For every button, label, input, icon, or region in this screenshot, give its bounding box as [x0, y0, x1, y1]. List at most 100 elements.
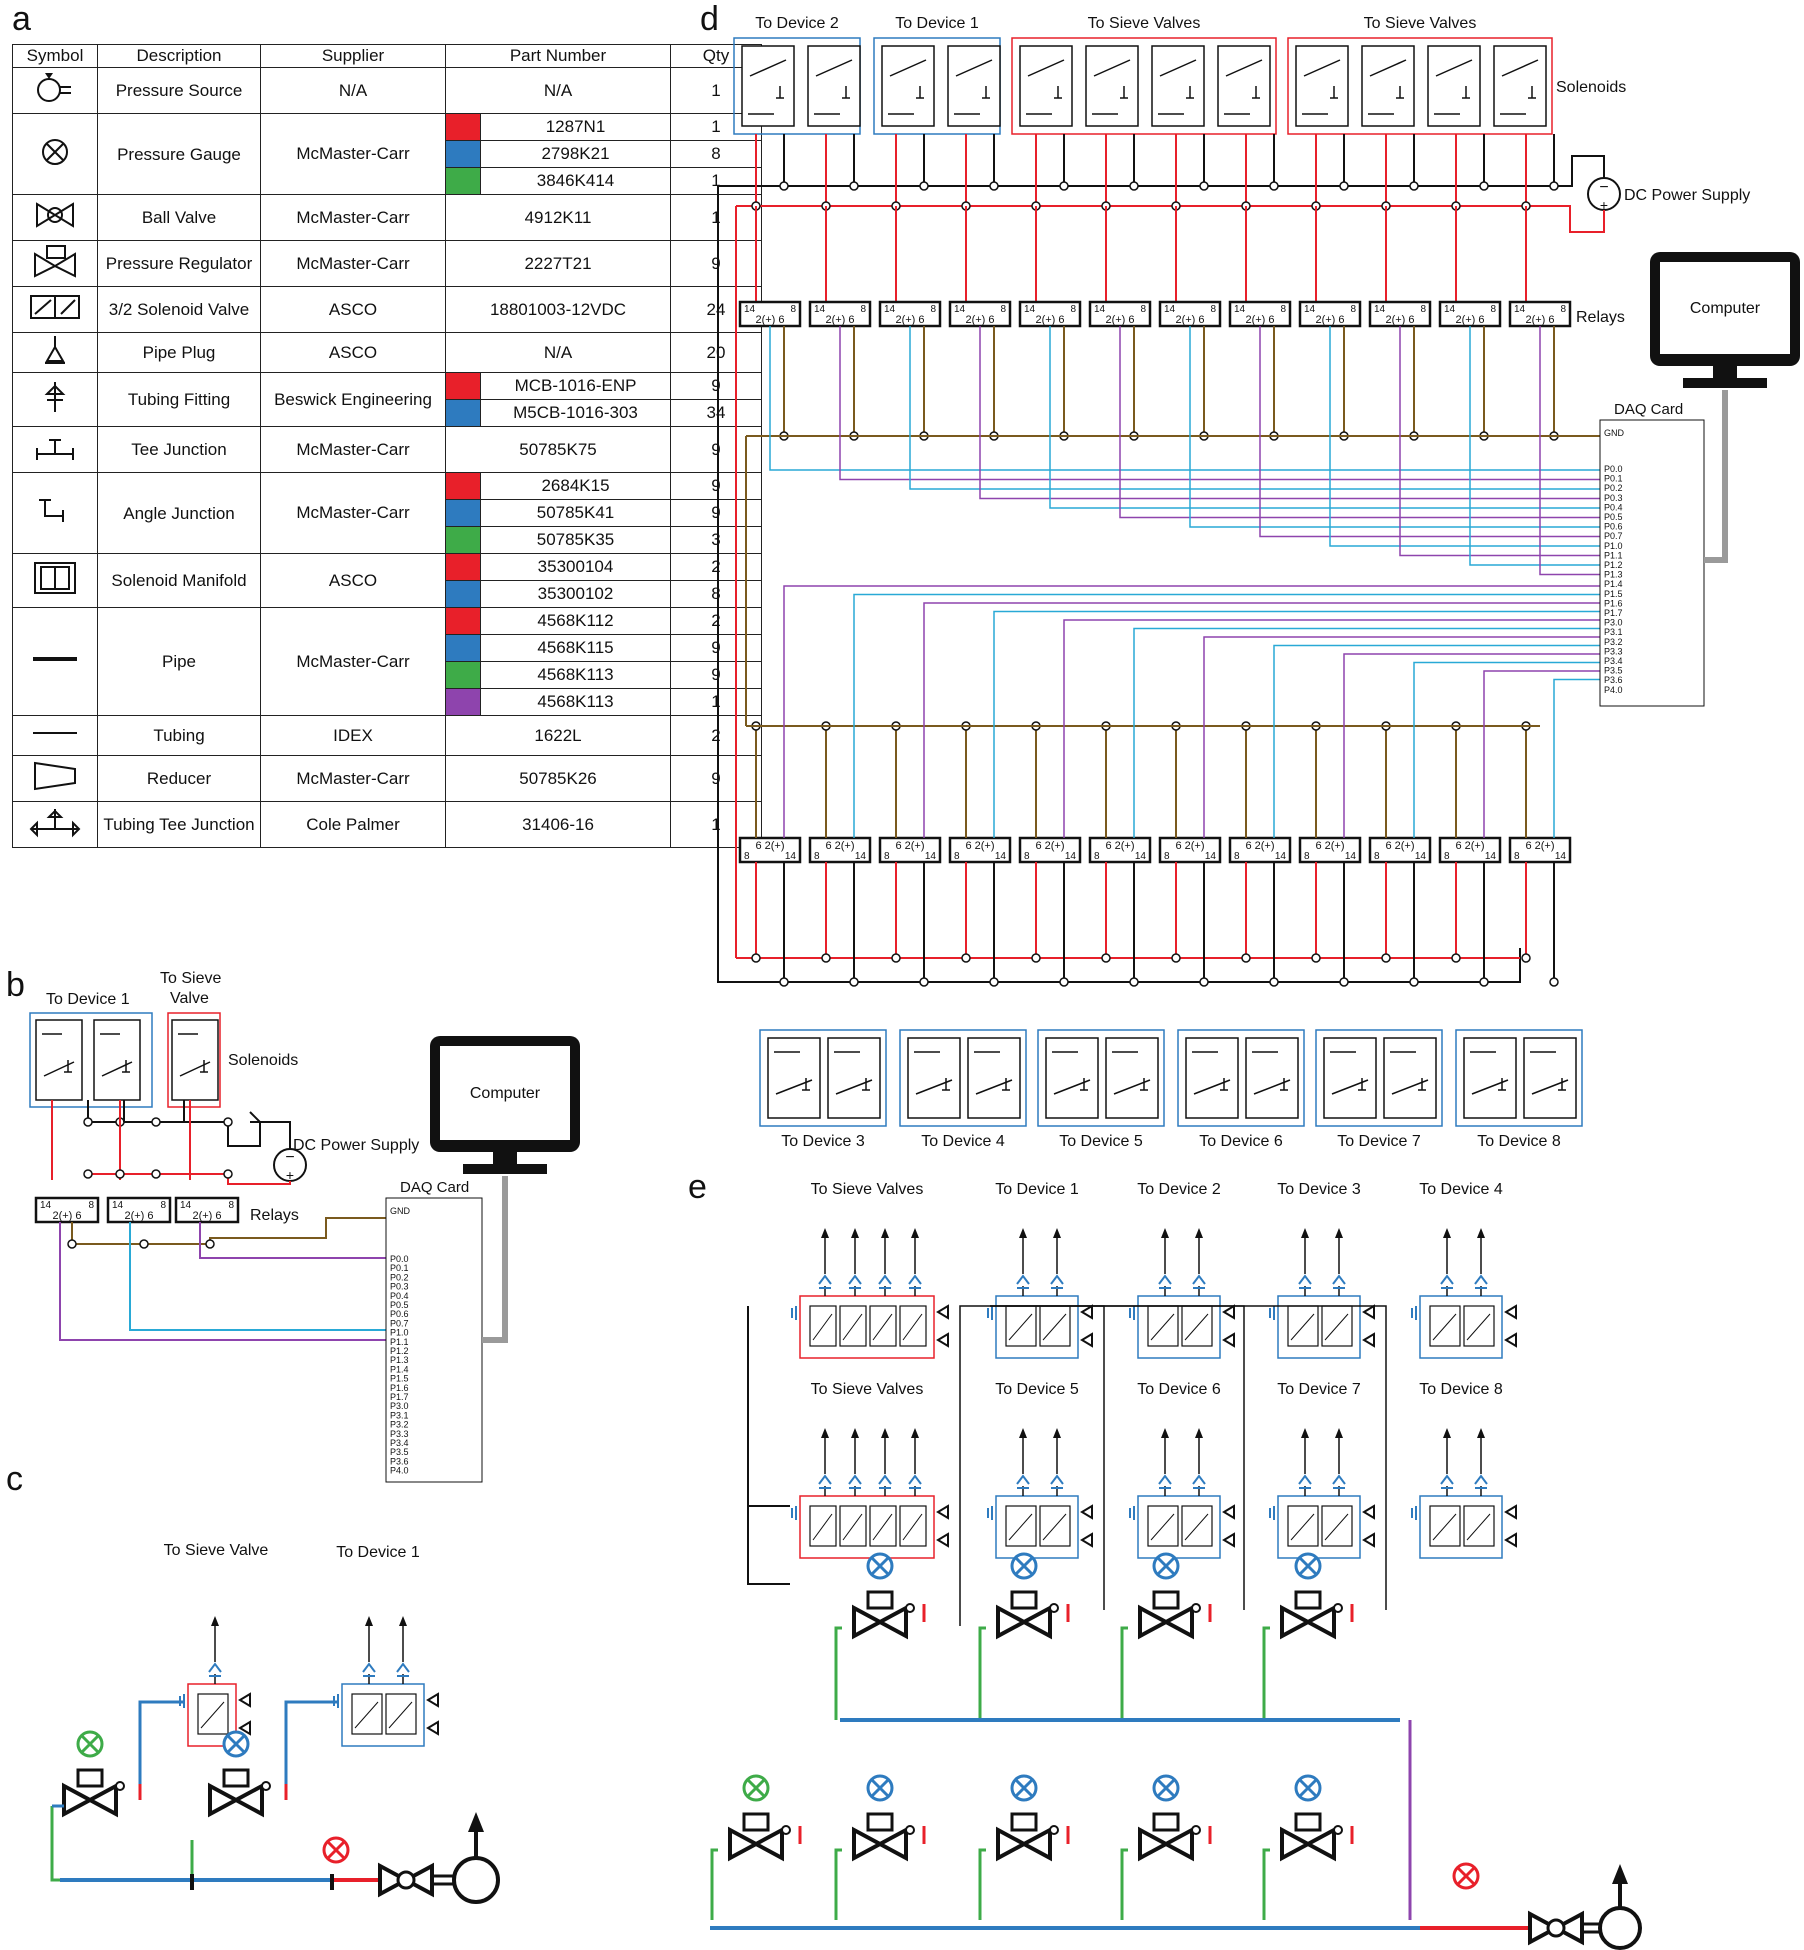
regulator-port [905, 1825, 915, 1835]
cell-qty: 9 [670, 472, 762, 500]
relay-pin-label: 8 [1444, 851, 1450, 862]
wire [1552, 205, 1605, 233]
relay-pin-label: 14 [785, 851, 797, 862]
signal-wire [853, 593, 1600, 838]
relay-pin-label: 8 [1490, 304, 1496, 315]
tubing-fitting-icon [1474, 1474, 1488, 1485]
panel-label-e: e [688, 1168, 707, 1206]
cell-qty: 1 [670, 688, 762, 716]
group-label: To Device 5 [1059, 1133, 1143, 1150]
tubing-fitting-icon [1298, 1274, 1312, 1285]
tubing-fitting-icon [1158, 1274, 1172, 1285]
manifold-valve [1005, 1305, 1037, 1347]
wire [978, 1848, 986, 1920]
group-label: To Device 8 [1477, 1133, 1561, 1150]
junction-node [205, 1239, 215, 1249]
gauge-x [1298, 1778, 1318, 1798]
junction-node [1549, 181, 1559, 191]
col-header-part-number: Part Number [445, 44, 671, 68]
junction-node [1199, 431, 1209, 441]
relay-icon [1228, 300, 1292, 328]
manifold-valve [385, 1693, 417, 1735]
daq-pin-label: P1.1 [1604, 550, 1623, 560]
group-label: To Device 5 [995, 1381, 1079, 1398]
relay-icon [1438, 300, 1502, 328]
regulator-port [905, 1603, 915, 1613]
wire [88, 1173, 291, 1185]
relay-pin-label: 2(+) 6 [965, 314, 994, 326]
relay-pin-label: 14 [1555, 851, 1567, 862]
regulator-port [1191, 1825, 1201, 1835]
junction-node [1339, 977, 1349, 987]
cell-description: Solenoid Manifold [97, 553, 261, 608]
valve-group-box [873, 37, 1001, 135]
pressure-gauge-icon [1294, 1774, 1322, 1802]
junction-node [1101, 721, 1111, 731]
pressure-gauge-icon [866, 1552, 894, 1580]
relay-icon [1158, 300, 1222, 328]
power-minus: − [1599, 179, 1608, 196]
relay-icon [1368, 836, 1432, 864]
cell-part-number: 4568K115 [480, 634, 671, 662]
daq-pin-label: P1.7 [1604, 608, 1623, 618]
manifold-valve [1287, 1305, 1319, 1347]
tubing-fitting-icon [848, 1274, 862, 1285]
solenoid-valve-icon [1383, 1037, 1437, 1119]
daq-pin-label: P0.7 [1604, 531, 1623, 541]
regulator-port [1333, 1825, 1343, 1835]
regulator-port [781, 1825, 791, 1835]
wire [978, 1626, 986, 1720]
wire [1552, 155, 1605, 187]
junction-node [919, 181, 929, 191]
manifold-valve [809, 1505, 837, 1547]
regulator-port [261, 1781, 271, 1791]
tubing-fitting-icon [1129, 1506, 1135, 1520]
cell-qty: 9 [670, 634, 762, 662]
pressure-gauge-icon [742, 1774, 770, 1802]
junction-node [1171, 721, 1181, 731]
relay-pin-label: 14 [1024, 304, 1036, 315]
daq-pin-label: P1.4 [1604, 579, 1623, 589]
cell-description: 3/2 Solenoid Valve [97, 286, 261, 333]
junction-node [1479, 181, 1489, 191]
junction-node [1059, 977, 1069, 987]
gauge-x [326, 1840, 346, 1860]
pressure-gauge-icon [1452, 1862, 1480, 1890]
ball-valve-icon [12, 194, 98, 241]
tubing-fitting-icon [1129, 1306, 1135, 1320]
junction-node [1479, 977, 1489, 987]
wire [138, 1700, 184, 1800]
color-swatch [445, 580, 481, 608]
tubing-fitting-icon [908, 1474, 922, 1485]
pipe-plug-icon [12, 332, 98, 373]
relay-pin-label: 14 [1444, 304, 1456, 315]
arrow-head [1195, 1428, 1203, 1438]
arrow-head [911, 1428, 919, 1438]
tubing-fitting-icon [1050, 1474, 1064, 1485]
dc-power-label: DC Power Supply [1624, 187, 1750, 204]
daq-pin-label: P0.0 [1604, 464, 1623, 474]
cell-qty: 9 [670, 372, 762, 400]
to-device-1-label: To Device 1 [336, 1544, 420, 1561]
group-label: To Device 4 [921, 1133, 1005, 1150]
wire [1120, 1626, 1128, 1720]
group-label: To Device 8 [1419, 1381, 1503, 1398]
arrow-head [211, 1616, 219, 1626]
gauge-x [1456, 1866, 1476, 1886]
regulator-port [1049, 1825, 1059, 1835]
junction-node [1199, 977, 1209, 987]
junction-node [989, 181, 999, 191]
regulator-bonnet [1152, 1812, 1180, 1832]
arrow-head [1019, 1428, 1027, 1438]
valve-arrow [1053, 1079, 1091, 1095]
junction-node [1059, 181, 1069, 191]
valve-arrow [915, 1079, 953, 1095]
pressure-regulator-icon [1280, 1604, 1336, 1640]
col-header-description: Description [97, 44, 261, 68]
valve-arrow [1225, 59, 1263, 77]
cell-supplier: N/A [260, 67, 446, 114]
ball-valve-ball [396, 1870, 416, 1890]
